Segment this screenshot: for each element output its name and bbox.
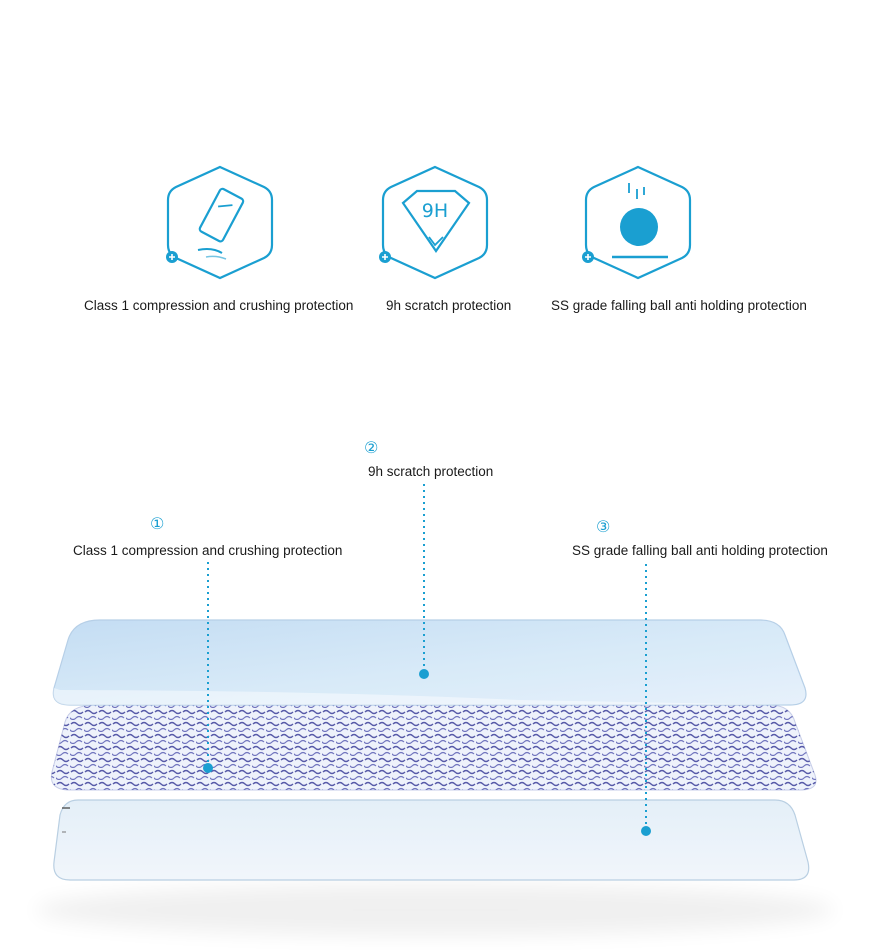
callout-dot-1 (203, 763, 213, 773)
feature-row: Class 1 compression and crushing protect… (0, 160, 870, 330)
callout-dot-2 (419, 669, 429, 679)
callout-number-1: ① (150, 514, 165, 533)
bottom-layer (53, 799, 810, 881)
stack-shadow (35, 884, 835, 936)
callout-label-1: Class 1 compression and crushing protect… (73, 543, 343, 558)
top-glass-layer (52, 619, 807, 706)
callout-label-3: SS grade falling ball anti holding prote… (572, 543, 828, 558)
feature-caption: SS grade falling ball anti holding prote… (551, 298, 807, 313)
feature-caption: 9h scratch protection (386, 298, 512, 313)
badge-text: 9H (422, 200, 448, 222)
callout-label-2: 9h scratch protection (368, 464, 494, 479)
callout-number-3: ③ (596, 517, 611, 536)
middle-mesh-layer (50, 704, 817, 791)
falling-ball-icon (582, 165, 692, 280)
callout-number-2: ② (364, 438, 379, 457)
diamond-9h-icon: 9H (379, 165, 489, 280)
phone-press-icon (166, 165, 274, 280)
feature-caption: Class 1 compression and crushing protect… (84, 298, 354, 313)
callout-dot-3 (641, 826, 651, 836)
